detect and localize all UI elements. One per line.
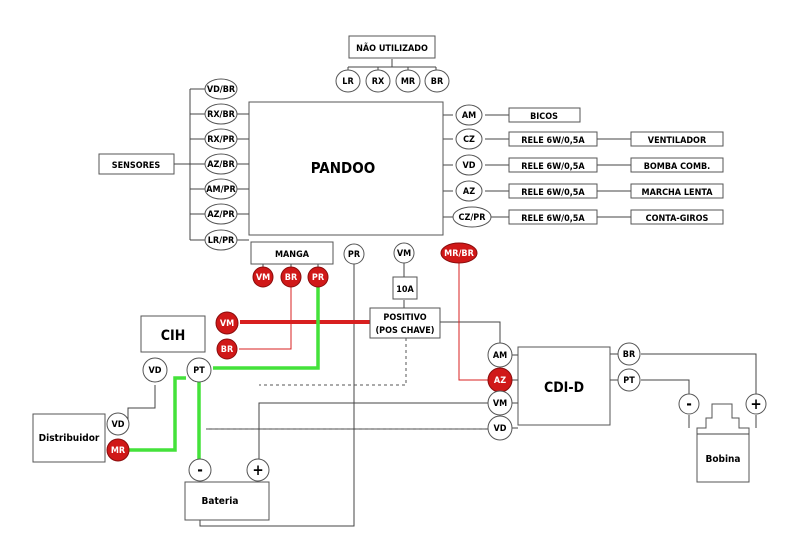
- pin-label: VM: [220, 319, 234, 329]
- pin-label: BR: [285, 273, 298, 283]
- pin-label: VM: [493, 399, 507, 409]
- pr-pin-label: PR: [348, 250, 361, 260]
- output-pin-label: AM: [462, 111, 476, 121]
- device-label: MARCHA LENTA: [642, 188, 714, 198]
- dist-vd-pin: [106, 412, 130, 436]
- manga-box: [250, 241, 334, 265]
- pandoo-box: [248, 101, 444, 236]
- cih-pins: VM BR VD PT: [142, 311, 239, 383]
- mr-br-pin: [440, 242, 478, 264]
- distribuidor-label: Distribuidor: [39, 433, 100, 444]
- pin-label: PT: [193, 366, 205, 376]
- output-pin-label: VD: [463, 161, 476, 171]
- cdi-box: [517, 346, 611, 426]
- nao-utilizado-label: NÃO UTILIZADO: [356, 43, 428, 54]
- pin-label: LR: [342, 77, 354, 87]
- sensores-label: SENSORES: [112, 161, 161, 171]
- sensor-pin-label: AZ/BR: [207, 160, 235, 170]
- relay-label: RELE 6W/0,5A: [521, 214, 585, 224]
- pin-label: VM: [256, 273, 270, 283]
- coil-br-label: BR: [623, 350, 636, 360]
- dist-vd-label: VD: [112, 420, 125, 430]
- minus-label: -: [686, 395, 692, 413]
- pin-label: AM: [493, 351, 507, 361]
- pandoo-title: PANDOO: [311, 159, 375, 177]
- device-boxes: VENTILADOR BOMBA COMB. MARCHA LENTA CONT…: [630, 131, 724, 225]
- bobina-body: [696, 403, 750, 483]
- nao-utilizado-pins: LR RX MR BR: [335, 69, 450, 93]
- relay-label: RELE 6W/0,5A: [521, 188, 585, 198]
- cih-label: CIH: [161, 328, 185, 344]
- relay-label: RELE 6W/0,5A: [521, 162, 585, 172]
- sensor-pin-label: RX/BR: [207, 110, 236, 120]
- positivo-label: POSITIVO: [383, 313, 426, 323]
- green-wire-mr: [128, 376, 186, 452]
- output-pin-label: AZ: [463, 187, 475, 197]
- bobina-label: Bobina: [705, 454, 740, 465]
- sensor-pin-label: AZ/PR: [207, 210, 235, 220]
- pin-label: RX: [372, 77, 385, 87]
- bobina: - + Bobina: [678, 393, 767, 483]
- fuse-box: [392, 276, 418, 300]
- bobina-plus-terminal: [745, 393, 767, 415]
- plus-label: +: [252, 461, 263, 479]
- device-label: VENTILADOR: [648, 136, 707, 146]
- device-label: CONTA-GIROS: [646, 214, 709, 224]
- coil-br-pin: [617, 342, 641, 366]
- bateria-box: [184, 481, 270, 521]
- pin-label: PR: [312, 273, 325, 283]
- sensor-pin-label: AM/PR: [206, 185, 236, 195]
- positivo-sublabel: (POS CHAVE): [375, 326, 434, 336]
- dist-mr-label: MR: [111, 446, 126, 456]
- cdi-pins: AM AZ VM VD: [487, 342, 513, 441]
- fuse-label: 10A: [396, 285, 414, 295]
- output-pins: AM CZ VD AZ CZ/PR: [452, 104, 492, 228]
- sensor-pins: VD/BR RX/BR RX/PR AZ/BR AM/PR AZ/PR LR/P…: [204, 78, 238, 251]
- bateria-minus-terminal: [188, 458, 212, 482]
- bateria-label: Bateria: [202, 496, 239, 507]
- coil-pt-label: PT: [623, 376, 635, 386]
- mr-br-pin-label: MR/BR: [444, 249, 474, 259]
- pin-label: VD: [149, 366, 162, 376]
- device-label: BOMBA COMB.: [644, 162, 711, 172]
- minus-label: -: [197, 461, 203, 479]
- green-wire-pr: [213, 284, 320, 370]
- positivo-box: [369, 307, 441, 339]
- vm-pin-label: VM: [397, 249, 411, 259]
- relay-label: RELE 6W/0,5A: [521, 136, 585, 146]
- plus-label: +: [750, 395, 761, 413]
- vm-pin: [393, 242, 415, 264]
- manga-pins: VM BR PR: [252, 266, 329, 288]
- pr-pin: [343, 243, 365, 265]
- output-pin-label: CZ: [463, 135, 475, 145]
- pin-label: MR: [401, 77, 416, 87]
- nao-utilizado-box: [348, 35, 436, 59]
- bateria-plus-terminal: [246, 458, 270, 482]
- sensor-pin-label: LR/PR: [208, 236, 235, 246]
- manga-label: MANGA: [275, 250, 310, 260]
- pin-label: VD: [494, 424, 507, 434]
- cdi-label: CDI-D: [544, 380, 584, 396]
- pin-label: AZ: [494, 376, 506, 386]
- sensor-pin-label: VD/BR: [207, 85, 236, 95]
- relay-label: BICOS: [530, 112, 558, 122]
- coil-pt-pin: [617, 368, 641, 392]
- output-pin-label: CZ/PR: [459, 213, 487, 223]
- bobina-minus-terminal: [678, 393, 700, 415]
- cih-box: [140, 315, 206, 353]
- pin-label: BR: [221, 345, 234, 355]
- dist-mr-pin: [106, 438, 130, 462]
- pin-label: BR: [431, 77, 444, 87]
- sensores-box: [98, 153, 175, 175]
- sensor-pin-label: RX/PR: [207, 135, 235, 145]
- dashed-wires: [206, 338, 488, 430]
- relay-boxes: BICOS RELE 6W/0,5A RELE 6W/0,5A RELE 6W/…: [508, 107, 598, 225]
- distribuidor-box: [32, 413, 106, 463]
